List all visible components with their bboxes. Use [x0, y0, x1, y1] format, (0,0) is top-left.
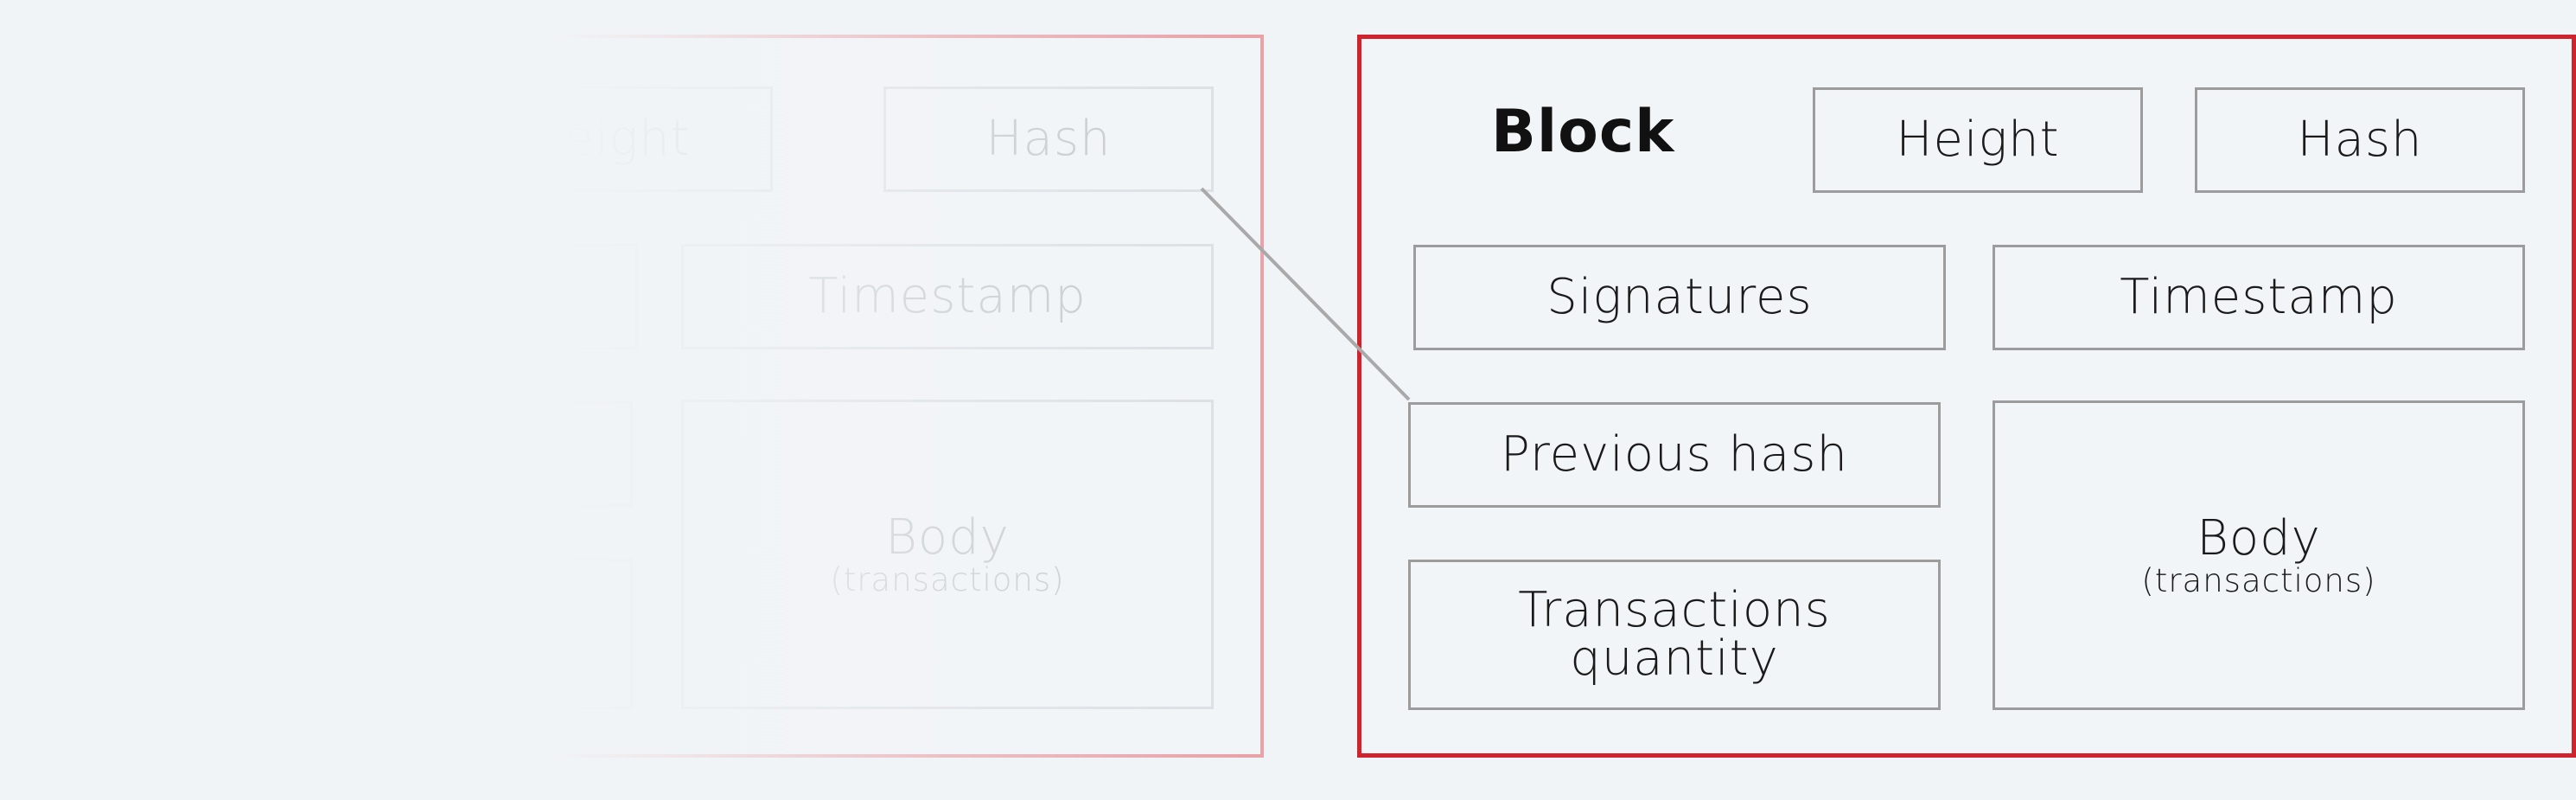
previous-block-body-sub-label: (transactions)	[830, 560, 1065, 598]
transactions-quantity-label-line2: quantity	[1570, 630, 1779, 687]
body-label: Body	[2197, 509, 2321, 566]
current-block: Block Height Hash Signatures Timestamp P…	[1357, 35, 2576, 758]
transactions-quantity-label-line1: Transactions	[1518, 582, 1831, 638]
timestamp-field: Timestamp	[1993, 245, 2525, 350]
previous-block-timestamp-label: Timestamp	[808, 268, 1087, 324]
previous-block-signatures-field	[444, 244, 638, 349]
previous-block-previous-hash-field	[444, 401, 633, 507]
height-field: Height	[1813, 87, 2143, 193]
signatures-field: Signatures	[1413, 245, 1946, 350]
transactions-quantity-field: Transactions quantity	[1408, 560, 1941, 710]
hash-label: Hash	[2297, 112, 2423, 168]
timestamp-label: Timestamp	[2120, 269, 2398, 325]
hash-field: Hash	[2195, 87, 2525, 193]
previous-block-timestamp-field: Timestamp	[681, 244, 1214, 349]
previous-block-height-label: Height	[526, 111, 691, 167]
height-label: Height	[1896, 112, 2060, 168]
block-title: Block	[1491, 98, 1675, 166]
previous-hash-field: Previous hash	[1408, 402, 1941, 508]
previous-hash-label: Previous hash	[1501, 426, 1848, 483]
previous-block-hash-field: Hash	[883, 86, 1214, 192]
previous-block-hash-label: Hash	[985, 111, 1112, 167]
previous-block-height-field: Height	[444, 86, 773, 192]
body-sub-label: (transactions)	[2141, 561, 2376, 599]
previous-block-body-field: Body (transactions)	[681, 400, 1214, 709]
previous-block-transactions-quantity-field	[444, 559, 633, 709]
signatures-label: Signatures	[1546, 269, 1813, 325]
previous-block-body-label: Body	[885, 509, 1010, 566]
body-field: Body (transactions)	[1993, 400, 2525, 710]
previous-block: Height Hash Timestamp Body (transactions…	[444, 35, 1264, 758]
